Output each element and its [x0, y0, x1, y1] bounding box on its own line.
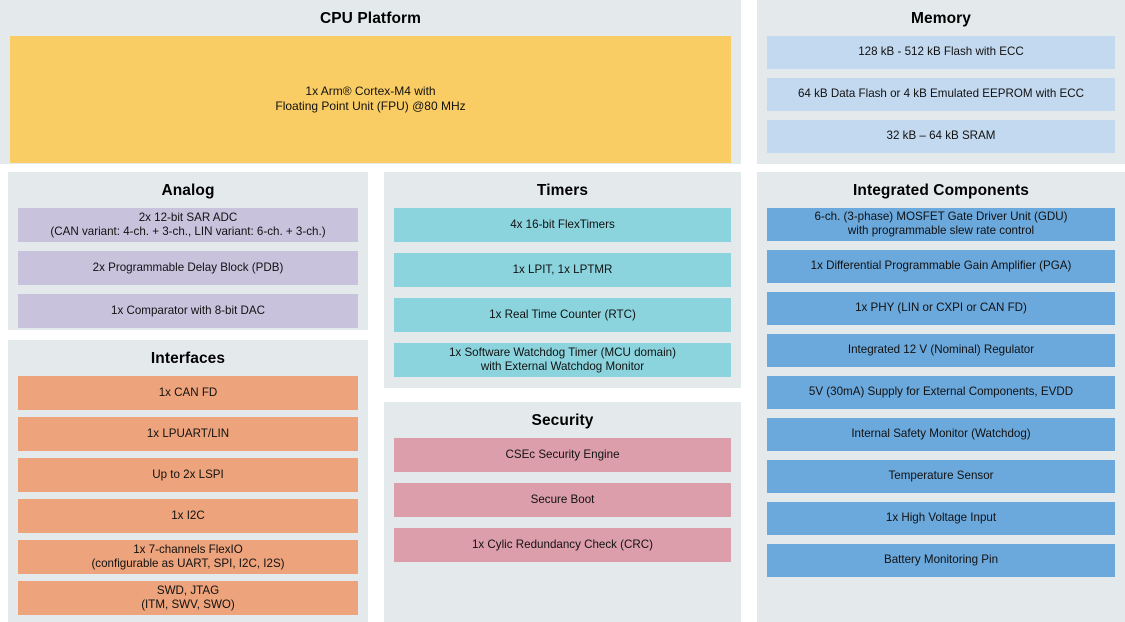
- block-line-1: 1x Arm® Cortex-M4 with: [305, 84, 436, 98]
- block-line-2: (CAN variant: 4-ch. + 3-ch., LIN variant…: [50, 224, 326, 238]
- block-internal-safety-monitor: Internal Safety Monitor (Watchdog): [767, 417, 1115, 451]
- block-line-1: 32 kB – 64 kB SRAM: [886, 129, 996, 143]
- block-flextimers: 4x 16-bit FlexTimers: [394, 207, 731, 242]
- block-list-integrated-components: 6-ch. (3-phase) MOSFET Gate Driver Unit …: [767, 207, 1115, 577]
- block-flexio: 1x 7-channels FlexIO (configurable as UA…: [18, 539, 358, 574]
- block-line-1: 2x Programmable Delay Block (PDB): [92, 260, 284, 274]
- panel-security: Security CSEc Security Engine Secure Boo…: [384, 402, 741, 622]
- block-data-flash-eeprom: 64 kB Data Flash or 4 kB Emulated EEPROM…: [767, 77, 1115, 111]
- block-lpuart-lin: 1x LPUART/LIN: [18, 416, 358, 451]
- panel-title-cpu-platform: CPU Platform: [319, 10, 422, 27]
- panel-title-timers: Timers: [536, 182, 589, 199]
- block-comparator-dac: 1x Comparator with 8-bit DAC: [18, 293, 358, 328]
- block-line-1: 1x LPIT, 1x LPTMR: [512, 262, 613, 276]
- block-line-1: Battery Monitoring Pin: [883, 553, 999, 567]
- block-flash: 128 kB - 512 kB Flash with ECC: [767, 35, 1115, 69]
- block-line-1: 1x LPUART/LIN: [146, 426, 230, 440]
- block-line-1: 1x 7-channels FlexIO: [133, 542, 243, 556]
- block-phy: 1x PHY (LIN or CXPI or CAN FD): [767, 291, 1115, 325]
- block-line-1: 1x Cylic Redundancy Check (CRC): [471, 537, 654, 551]
- panel-title-integrated-components: Integrated Components: [852, 182, 1030, 199]
- block-line-1: 1x CAN FD: [158, 385, 218, 399]
- panel-title-memory: Memory: [910, 10, 972, 27]
- block-list-memory: 128 kB - 512 kB Flash with ECC 64 kB Dat…: [767, 35, 1115, 153]
- block-mosfet-gate-driver-unit: 6-ch. (3-phase) MOSFET Gate Driver Unit …: [767, 207, 1115, 241]
- panel-interfaces: Interfaces 1x CAN FD 1x LPUART/LIN Up to…: [8, 340, 368, 622]
- panel-integrated-components: Integrated Components 6-ch. (3-phase) MO…: [757, 172, 1125, 622]
- panel-title-analog: Analog: [161, 182, 215, 199]
- block-line-1: 1x Differential Programmable Gain Amplif…: [810, 259, 1072, 273]
- panel-title-security: Security: [531, 412, 594, 429]
- block-line-1: 1x I2C: [171, 508, 205, 522]
- block-evdd-supply: 5V (30mA) Supply for External Components…: [767, 375, 1115, 409]
- block-text: 1x Arm® Cortex-M4 with Floating Point Un…: [275, 84, 465, 114]
- block-line-1: 2x 12-bit SAR ADC: [138, 210, 238, 224]
- panel-analog: Analog 2x 12-bit SAR ADC (CAN variant: 4…: [8, 172, 368, 330]
- panel-title-interfaces: Interfaces: [150, 350, 226, 367]
- block-list-analog: 2x 12-bit SAR ADC (CAN variant: 4-ch. + …: [18, 207, 358, 328]
- block-line-1: 1x Software Watchdog Timer (MCU domain): [448, 345, 676, 359]
- block-sram: 32 kB – 64 kB SRAM: [767, 119, 1115, 153]
- block-line-2: (configurable as UART, SPI, I2C, I2S): [91, 556, 285, 570]
- block-i2c: 1x I2C: [18, 498, 358, 533]
- block-line-1: Up to 2x LSPI: [152, 467, 224, 481]
- block-software-watchdog-timer: 1x Software Watchdog Timer (MCU domain) …: [394, 342, 731, 377]
- block-text: 2x 12-bit SAR ADC (CAN variant: 4-ch. + …: [50, 211, 325, 238]
- block-temperature-sensor: Temperature Sensor: [767, 459, 1115, 493]
- block-list-cpu-platform: 1x Arm® Cortex-M4 with Floating Point Un…: [10, 35, 731, 163]
- block-line-2: with programmable slew rate control: [847, 224, 1035, 237]
- block-sar-adc: 2x 12-bit SAR ADC (CAN variant: 4-ch. + …: [18, 207, 358, 242]
- block-line-1: Secure Boot: [530, 492, 595, 506]
- block-text: 6-ch. (3-phase) MOSFET Gate Driver Unit …: [815, 210, 1068, 237]
- block-list-security: CSEc Security Engine Secure Boot 1x Cyli…: [394, 437, 731, 562]
- block-line-1: SWD, JTAG: [156, 583, 220, 597]
- block-cpu-core: 1x Arm® Cortex-M4 with Floating Point Un…: [10, 35, 731, 163]
- block-line-1: Internal Safety Monitor (Watchdog): [851, 427, 1031, 441]
- block-programmable-gain-amplifier: 1x Differential Programmable Gain Amplif…: [767, 249, 1115, 283]
- block-line-2: Floating Point Unit (FPU) @80 MHz: [275, 99, 466, 113]
- block-list-interfaces: 1x CAN FD 1x LPUART/LIN Up to 2x LSPI 1x…: [18, 375, 358, 615]
- block-line-1: 4x 16-bit FlexTimers: [510, 217, 615, 231]
- block-lpit-lptmr: 1x LPIT, 1x LPTMR: [394, 252, 731, 287]
- block-line-1: 1x High Voltage Input: [885, 511, 997, 525]
- block-lspi: Up to 2x LSPI: [18, 457, 358, 492]
- block-list-timers: 4x 16-bit FlexTimers 1x LPIT, 1x LPTMR 1…: [394, 207, 731, 377]
- block-line-1: 1x Real Time Counter (RTC): [489, 307, 636, 321]
- panel-memory: Memory 128 kB - 512 kB Flash with ECC 64…: [757, 0, 1125, 164]
- block-line-1: 5V (30mA) Supply for External Components…: [808, 385, 1074, 399]
- block-line-1: 1x PHY (LIN or CXPI or CAN FD): [855, 301, 1027, 315]
- block-csec-security-engine: CSEc Security Engine: [394, 437, 731, 472]
- block-text: 1x Software Watchdog Timer (MCU domain) …: [449, 346, 676, 373]
- block-line-1: 64 kB Data Flash or 4 kB Emulated EEPROM…: [797, 87, 1085, 101]
- block-real-time-counter: 1x Real Time Counter (RTC): [394, 297, 731, 332]
- block-line-1: Temperature Sensor: [888, 469, 994, 483]
- block-line-1: Integrated 12 V (Nominal) Regulator: [847, 343, 1035, 357]
- block-high-voltage-input: 1x High Voltage Input: [767, 501, 1115, 535]
- block-programmable-delay-block: 2x Programmable Delay Block (PDB): [18, 250, 358, 285]
- block-line-1: 1x Comparator with 8-bit DAC: [111, 303, 265, 317]
- block-line-1: 128 kB - 512 kB Flash with ECC: [858, 45, 1024, 59]
- panel-timers: Timers 4x 16-bit FlexTimers 1x LPIT, 1x …: [384, 172, 741, 388]
- block-secure-boot: Secure Boot: [394, 482, 731, 517]
- block-text: 1x 7-channels FlexIO (configurable as UA…: [91, 543, 284, 570]
- block-line-1: 6-ch. (3-phase) MOSFET Gate Driver Unit …: [814, 210, 1068, 224]
- block-text: SWD, JTAG (ITM, SWV, SWO): [141, 584, 235, 611]
- block-integrated-regulator: Integrated 12 V (Nominal) Regulator: [767, 333, 1115, 367]
- block-battery-monitoring-pin: Battery Monitoring Pin: [767, 543, 1115, 577]
- block-line-2: with External Watchdog Monitor: [480, 359, 645, 373]
- block-crc: 1x Cylic Redundancy Check (CRC): [394, 527, 731, 562]
- block-can-fd: 1x CAN FD: [18, 375, 358, 410]
- block-swd-jtag: SWD, JTAG (ITM, SWV, SWO): [18, 580, 358, 615]
- block-line-1: CSEc Security Engine: [505, 447, 620, 461]
- block-line-2: (ITM, SWV, SWO): [141, 597, 235, 611]
- panel-cpu-platform: CPU Platform 1x Arm® Cortex-M4 with Floa…: [0, 0, 741, 164]
